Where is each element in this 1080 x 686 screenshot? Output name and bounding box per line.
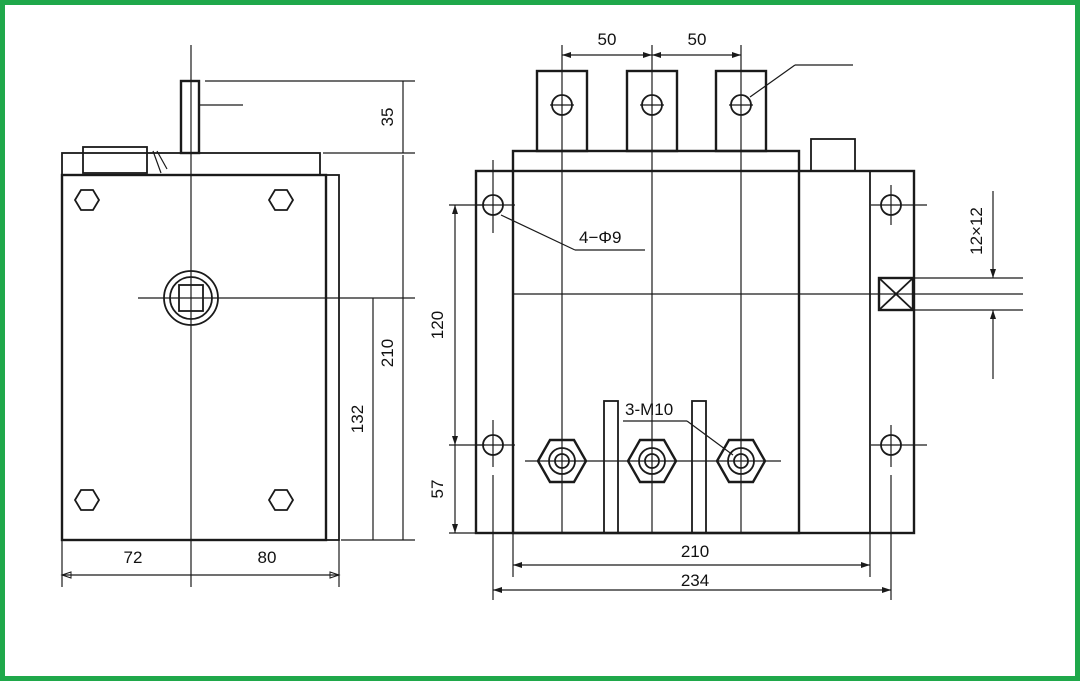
left-knob-inner [169,276,213,320]
dim-234: 234 [681,571,709,590]
right-top-box [810,138,856,172]
dim-210-right: 210 [681,542,709,561]
right-outer-frame [474,169,916,535]
left-side-plate [325,174,340,541]
technical-drawing: 35 210 132 72 80 [60,30,1023,600]
hex-bolt-icon [267,189,295,211]
label-12x12: 12×12 [967,207,986,255]
dim-120: 120 [428,311,447,339]
dim-72: 72 [124,548,143,567]
dim-50-first: 50 [598,30,617,49]
left-knob-outer [163,270,219,326]
left-top-box [82,146,148,174]
dim-80: 80 [258,548,277,567]
label-4-phi9: 4−Φ9 [579,228,621,247]
right-view: 50 50 4−Φ9 12×12 120 [428,30,1023,600]
left-body [60,173,328,542]
dim-35: 35 [378,108,397,127]
dim-57: 57 [428,480,447,499]
hex-bolt-icon [73,189,101,211]
left-handle [179,79,201,155]
square-terminal [877,276,915,312]
left-top-latch [152,150,168,174]
dim-132: 132 [348,405,367,433]
hex-bolt-icon [73,489,101,511]
dim-50-second: 50 [688,30,707,49]
phase-barrier [691,400,707,534]
phase-barrier [603,400,619,534]
hex-bolt-icon [267,489,295,511]
label-3-m10: 3-M10 [625,400,673,419]
dim-210-left: 210 [378,339,397,367]
left-view: 35 210 132 72 80 [60,45,415,587]
